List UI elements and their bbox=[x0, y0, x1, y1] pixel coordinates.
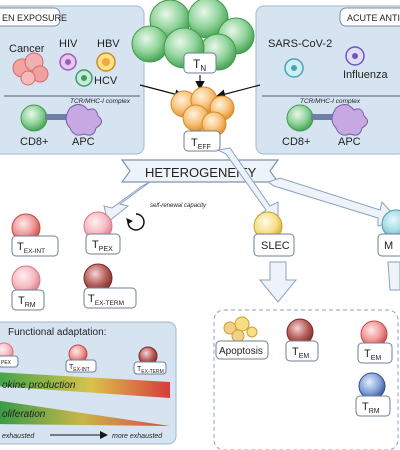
mpec-tem-label: TEM bbox=[364, 348, 381, 362]
cytokine-gradient-bar bbox=[0, 372, 170, 398]
chronic-cd8-label: CD8+ bbox=[20, 136, 48, 148]
slec-down-arrow bbox=[258, 261, 298, 303]
functional-adaptation-panel: Functional adaptation: PEX TEX-INT TEX-T… bbox=[0, 321, 177, 445]
cancer-label: Cancer bbox=[9, 43, 45, 55]
cytokine-label: okine production bbox=[2, 380, 76, 391]
arrow-to-mpec bbox=[266, 177, 399, 227]
functional-title: Functional adaptation: bbox=[8, 327, 106, 338]
teff-label: TEFF bbox=[191, 137, 211, 151]
proliferation-gradient-bar bbox=[0, 400, 170, 426]
apoptosis-cell-icon bbox=[223, 316, 258, 343]
acute-apc-label: APC bbox=[338, 136, 361, 148]
sars-label: SARS-CoV-2 bbox=[268, 38, 332, 50]
arrow-to-exhausted bbox=[103, 181, 151, 223]
mpec-trm-label: TRM bbox=[362, 401, 380, 415]
self-renewal-label: self-renewal capacity bbox=[150, 203, 207, 209]
influenza-virus-icon bbox=[345, 46, 365, 66]
mpec-label: M bbox=[384, 240, 393, 252]
tex-term-label: TEX-TERM bbox=[88, 293, 124, 307]
heterogeneity-banner: HETEROGENEITY bbox=[120, 159, 280, 183]
more-exhausted-label: more exhausted bbox=[112, 433, 163, 440]
sars-cov-2-virus-icon bbox=[284, 58, 304, 78]
self-renewal-icon bbox=[126, 213, 145, 231]
tpex-label: TPEX bbox=[92, 239, 113, 253]
chronic-exposure-panel: EN EXPOSURE Cancer HIV HBV HCV TCR/MH bbox=[0, 5, 145, 155]
acute-antigen-panel: ACUTE ANTIC SARS-CoV-2 Influenza TCR/MHC… bbox=[255, 5, 400, 155]
effector-t-cell-cluster bbox=[170, 86, 235, 137]
acute-apc-cell-icon bbox=[331, 104, 368, 136]
cd8-cell-icon bbox=[20, 104, 48, 132]
left-panel-header: EN EXPOSURE bbox=[2, 13, 67, 23]
acute-cd8-cell-icon bbox=[286, 104, 314, 132]
cancer-icon bbox=[12, 52, 49, 86]
right-panel-header: ACUTE ANTIC bbox=[347, 13, 400, 23]
mpec-trm-cell-icon bbox=[358, 372, 386, 400]
slec-tem-label: TEM bbox=[292, 346, 309, 360]
apoptosis-label: Apoptosis bbox=[219, 346, 263, 357]
acute-cd8-label: CD8+ bbox=[282, 136, 310, 148]
trm-exhausted-label: TRM bbox=[18, 295, 36, 309]
chronic-apc-label: APC bbox=[72, 136, 95, 148]
functional-cell3-label: TEX-TERM bbox=[137, 366, 164, 375]
hcv-virus-icon bbox=[75, 69, 93, 87]
mpec-down-arrow bbox=[387, 261, 400, 291]
less-exhausted-label: exhausted bbox=[2, 433, 35, 440]
heterogeneity-label: HETEROGENEITY bbox=[145, 165, 257, 180]
hiv-virus-icon bbox=[59, 53, 77, 71]
functional-cell2-label: TEX-INT bbox=[69, 364, 90, 373]
hiv-label: HIV bbox=[59, 38, 78, 50]
hbv-virus-icon bbox=[96, 52, 116, 72]
acute-complex-label: TCR/MHC-I complex bbox=[300, 98, 361, 105]
influenza-label: Influenza bbox=[343, 69, 389, 81]
chronic-complex-label: TCR/MHC-I complex bbox=[70, 98, 131, 105]
functional-cell1-label: PEX bbox=[1, 360, 12, 366]
proliferation-label: oliferation bbox=[2, 409, 46, 420]
hcv-label: HCV bbox=[94, 75, 118, 87]
hbv-label: HBV bbox=[97, 38, 120, 50]
slec-mpec-dashed-region bbox=[213, 309, 399, 450]
apc-cell-icon bbox=[65, 104, 102, 136]
slec-label: SLEC bbox=[261, 240, 290, 252]
tex-int-label: TEX-INT bbox=[17, 241, 45, 255]
tn-label: TN bbox=[193, 57, 206, 73]
